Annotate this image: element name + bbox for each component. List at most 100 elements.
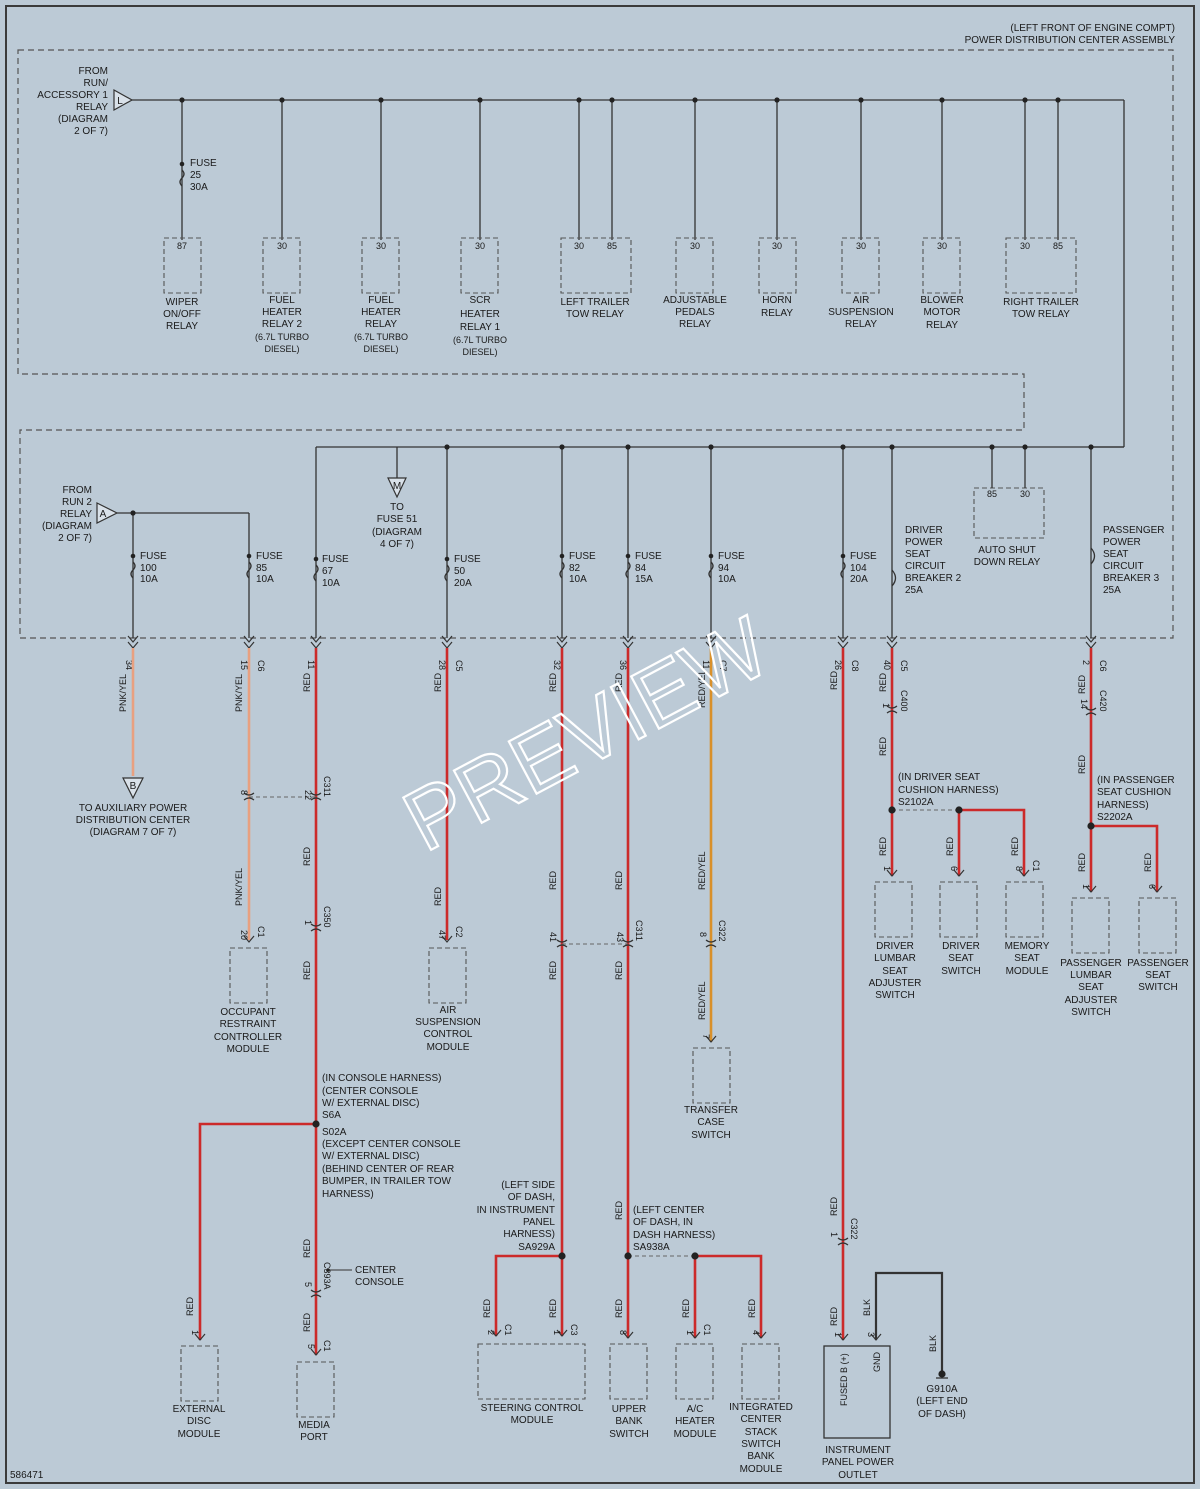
svg-text:HEATER: HEATER [262, 307, 302, 318]
svg-text:85: 85 [256, 563, 268, 574]
svg-text:BUMPER, IN TRAILER TOW: BUMPER, IN TRAILER TOW [322, 1176, 451, 1187]
svg-text:85: 85 [607, 241, 617, 251]
svg-text:RED: RED [1077, 674, 1087, 694]
svg-text:DISC: DISC [187, 1416, 211, 1427]
passenger-lumbar-seat-adjuster-switch: PASSENGER LUMBAR SEAT ADJUSTER SWITCH [1060, 958, 1122, 1018]
svg-text:AIR: AIR [853, 295, 870, 306]
svg-text:DASH HARNESS): DASH HARNESS) [633, 1230, 715, 1241]
svg-text:DOWN RELAY: DOWN RELAY [974, 557, 1041, 568]
svg-text:1: 1 [829, 1232, 839, 1237]
svg-text:C350: C350 [322, 906, 332, 928]
svg-text:MODULE: MODULE [178, 1429, 221, 1440]
svg-text:RED: RED [878, 672, 888, 692]
svg-text:RED: RED [829, 670, 839, 690]
svg-text:BREAKER 3: BREAKER 3 [1103, 573, 1160, 584]
svg-text:SEAT CUSHION: SEAT CUSHION [1097, 787, 1171, 798]
passenger-seat-switch: PASSENGER SEAT SWITCH [1127, 958, 1189, 993]
svg-text:MODULE: MODULE [740, 1464, 783, 1475]
svg-text:C1: C1 [322, 1340, 332, 1352]
svg-text:FUSE: FUSE [322, 554, 349, 565]
svg-text:10A: 10A [569, 574, 587, 585]
svg-text:(6.7L TURBO: (6.7L TURBO [453, 335, 507, 345]
svg-text:OF DASH, IN: OF DASH, IN [633, 1217, 693, 1228]
svg-text:TOW RELAY: TOW RELAY [1012, 309, 1070, 320]
svg-text:LEFT TRAILER: LEFT TRAILER [560, 297, 629, 308]
svg-text:RED: RED [482, 1298, 492, 1318]
svg-text:10A: 10A [140, 574, 158, 585]
svg-text:PASSENGER: PASSENGER [1060, 958, 1122, 969]
connector-m-to-fuse-51: M TO FUSE 51 (DIAGRAM 4 OF 7) [372, 477, 422, 550]
relay-blower-motor-label: BLOWER MOTOR RELAY [920, 295, 963, 331]
svg-text:PANEL: PANEL [523, 1217, 555, 1228]
svg-text:PASSENGER: PASSENGER [1127, 958, 1189, 969]
svg-text:HARNESS): HARNESS) [322, 1189, 374, 1200]
svg-text:20: 20 [239, 930, 249, 940]
svg-text:25A: 25A [1103, 585, 1121, 596]
svg-text:25: 25 [190, 170, 202, 181]
svg-text:HARNESS): HARNESS) [1097, 800, 1149, 811]
svg-text:(DIAGRAM: (DIAGRAM [42, 521, 92, 532]
svg-text:FUEL: FUEL [368, 295, 394, 306]
svg-text:SEAT: SEAT [905, 549, 930, 560]
svg-text:(6.7L TURBO: (6.7L TURBO [354, 332, 408, 342]
svg-text:1: 1 [881, 703, 891, 708]
svg-text:5: 5 [306, 1344, 316, 1349]
auto-shutdown-relay: 85 30 AUTO SHUT DOWN RELAY [974, 489, 1041, 568]
svg-text:RED: RED [302, 846, 312, 866]
svg-text:CENTER: CENTER [355, 1265, 396, 1276]
svg-text:(IN CONSOLE HARNESS): (IN CONSOLE HARNESS) [322, 1073, 441, 1084]
svg-text:WIPER: WIPER [166, 297, 199, 308]
inline-connector-labels: 8 22 C311 1 C350 41 43 C311 8 C322 1 C40… [239, 690, 1108, 1290]
svg-text:POWER: POWER [1103, 537, 1141, 548]
svg-text:S6A: S6A [322, 1110, 341, 1121]
outlet-box [823, 1345, 891, 1439]
inline-connector-symbols [243, 705, 1097, 1298]
svg-text:41: 41 [548, 932, 558, 942]
svg-text:MOTOR: MOTOR [923, 307, 960, 318]
svg-text:PNK/YEL: PNK/YEL [234, 674, 244, 712]
pdc-boundary [17, 49, 1174, 639]
svg-text:FUSE 51: FUSE 51 [377, 514, 418, 525]
svg-text:L: L [117, 96, 123, 107]
top-bus-wiring [132, 99, 1125, 447]
svg-text:SWITCH: SWITCH [1138, 982, 1177, 993]
svg-text:8: 8 [239, 790, 249, 795]
svg-text:C7: C7 [718, 660, 728, 672]
external-disc-module: EXTERNAL DISC MODULE [173, 1404, 226, 1440]
svg-text:RED: RED [829, 1306, 839, 1326]
svg-text:RED: RED [548, 870, 558, 890]
svg-text:1: 1 [685, 1330, 695, 1335]
svg-text:MODULE: MODULE [1006, 966, 1049, 977]
relay-fuel-heater-label: FUEL HEATER RELAY (6.7L TURBO DIESEL) [354, 295, 408, 354]
svg-text:ADJUSTER: ADJUSTER [1065, 995, 1118, 1006]
svg-text:C420: C420 [1098, 690, 1108, 712]
svg-text:GND: GND [872, 1352, 882, 1373]
svg-text:(6.7L TURBO: (6.7L TURBO [255, 332, 309, 342]
splice-sa938a-note: (LEFT CENTER OF DASH, IN DASH HARNESS) S… [633, 1205, 715, 1253]
svg-text:INTEGRATED: INTEGRATED [729, 1402, 793, 1413]
svg-text:(LEFT END: (LEFT END [916, 1396, 968, 1407]
integrated-center-stack-switch-bank-module: INTEGRATED CENTER STACK SWITCH BANK MODU… [729, 1402, 793, 1475]
svg-text:6: 6 [1147, 884, 1157, 889]
svg-text:FUSE: FUSE [190, 158, 217, 169]
svg-text:30: 30 [1020, 241, 1030, 251]
relay-horn-label: HORN RELAY [761, 295, 793, 319]
svg-text:SEAT: SEAT [1014, 953, 1039, 964]
connector-b-to-auxiliary: B TO AUXILIARY POWER DISTRIBUTION CENTER… [76, 777, 190, 838]
svg-text:SWITCH: SWITCH [875, 990, 914, 1001]
svg-text:C322: C322 [849, 1218, 859, 1240]
svg-text:RELAY: RELAY [761, 308, 793, 319]
svg-text:FUSE: FUSE [256, 551, 283, 562]
svg-text:1: 1 [552, 1330, 562, 1335]
svg-text:ADJUSTABLE: ADJUSTABLE [663, 295, 727, 306]
svg-text:RED: RED [614, 672, 624, 692]
relay-pin-labels: 87 30 30 30 30 85 30 30 30 30 30 85 [177, 241, 1063, 251]
svg-text:(LEFT CENTER: (LEFT CENTER [633, 1205, 705, 1216]
memory-seat-module: MEMORY SEAT MODULE [1005, 941, 1050, 977]
